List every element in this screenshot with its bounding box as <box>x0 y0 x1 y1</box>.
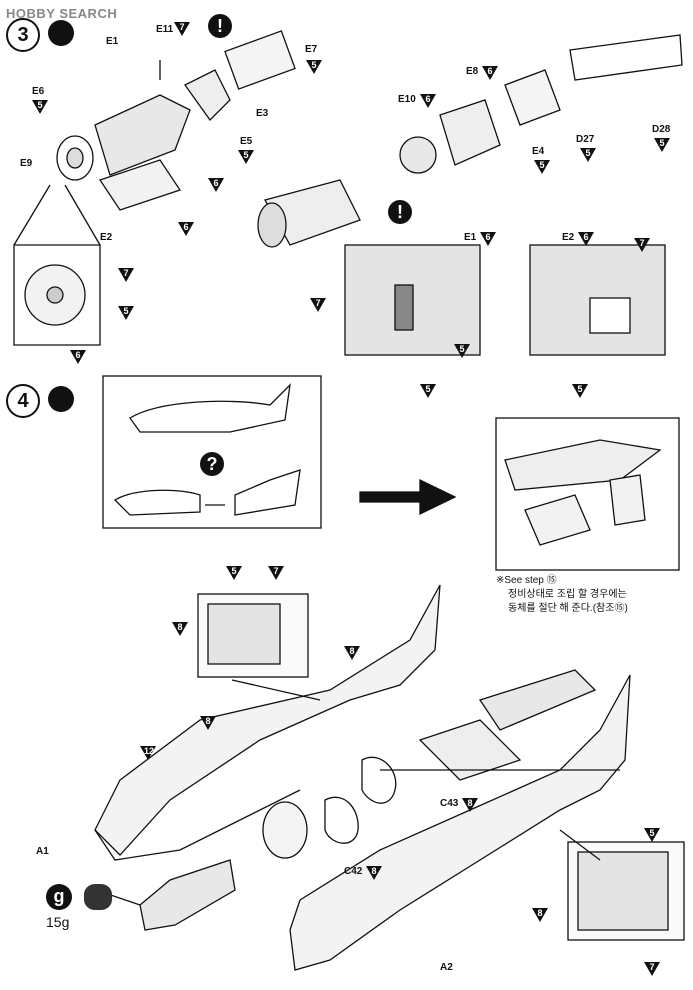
part-label-e2-panel: E2 <box>562 232 575 243</box>
part-label-e9: E9 <box>20 158 33 169</box>
part-label-e4: E4 <box>532 146 545 157</box>
paint-marker: 5 <box>580 148 596 162</box>
question-icon: ? <box>200 452 224 476</box>
paint-marker: 6 <box>70 350 86 364</box>
part-label-e1-panel: E1 <box>464 232 477 243</box>
part-label-e10: E10 <box>398 94 416 105</box>
paint-marker: 12 <box>140 746 156 760</box>
paint-marker: 5 <box>32 100 48 114</box>
paint-marker: 8 <box>366 866 382 880</box>
paint-marker: 8 <box>172 622 188 636</box>
warning-icon: ! <box>388 200 412 224</box>
see-step-note: ※See step ⑮ <box>496 575 557 586</box>
weight-icon <box>84 884 112 910</box>
part-label-e6: E6 <box>32 86 45 97</box>
warning-icon: ! <box>208 14 232 38</box>
paint-marker: 7 <box>634 238 650 252</box>
paint-marker: 6 <box>480 232 496 246</box>
paint-marker: 5 <box>118 306 134 320</box>
part-label-e1: E1 <box>106 36 119 47</box>
part-label-c42: C42 <box>344 866 363 877</box>
part-label-a1: A1 <box>36 846 49 857</box>
part-label-c43: C43 <box>440 798 459 809</box>
paint-marker: 7 <box>174 22 190 36</box>
paint-marker: 5 <box>572 384 588 398</box>
paint-marker: 5 <box>420 384 436 398</box>
part-label-d28: D28 <box>652 124 671 135</box>
paint-marker: 5 <box>654 138 670 152</box>
paint-marker: 6 <box>420 94 436 108</box>
korean-note-line-2: 동체를 절단 해 준다.(참조⑮) <box>508 603 628 614</box>
paint-marker: 6 <box>482 66 498 80</box>
weight-symbol: g <box>46 884 72 910</box>
paint-marker: 7 <box>310 298 326 312</box>
part-label-d27: D27 <box>576 134 595 145</box>
paint-marker: 8 <box>462 798 478 812</box>
part-label-e2: E2 <box>100 232 113 243</box>
part-label-e3: E3 <box>256 108 269 119</box>
paint-marker: 8 <box>200 716 216 730</box>
paint-marker: 7 <box>118 268 134 282</box>
part-label-a2: A2 <box>440 962 453 973</box>
paint-marker: 8 <box>344 646 360 660</box>
korean-note-line-1: 정비상태로 조립 할 경우에는 <box>508 589 627 600</box>
paint-marker: 5 <box>534 160 550 174</box>
paint-marker: 5 <box>226 566 242 580</box>
part-label-e8: E8 <box>466 66 479 77</box>
part-label-e5: E5 <box>240 136 253 147</box>
paint-marker: 5 <box>238 150 254 164</box>
glue-icon <box>48 386 74 412</box>
paint-marker: 7 <box>644 962 660 976</box>
part-label-e7: E7 <box>305 44 318 55</box>
paint-marker: 6 <box>178 222 194 236</box>
paint-marker: 5 <box>644 828 660 842</box>
part-label-e11: E11 <box>156 24 174 35</box>
glue-icon <box>48 20 74 46</box>
watermark: HOBBY SEARCH <box>6 6 118 21</box>
paint-marker: 6 <box>578 232 594 246</box>
step-3-number: 3 <box>6 18 40 52</box>
paint-marker: 5 <box>454 344 470 358</box>
paint-marker: 8 <box>532 908 548 922</box>
weight-value: 15g <box>46 914 70 930</box>
paint-marker: 7 <box>268 566 284 580</box>
paint-marker: 6 <box>208 178 224 192</box>
step-4-number: 4 <box>6 384 40 418</box>
paint-marker: 5 <box>306 60 322 74</box>
